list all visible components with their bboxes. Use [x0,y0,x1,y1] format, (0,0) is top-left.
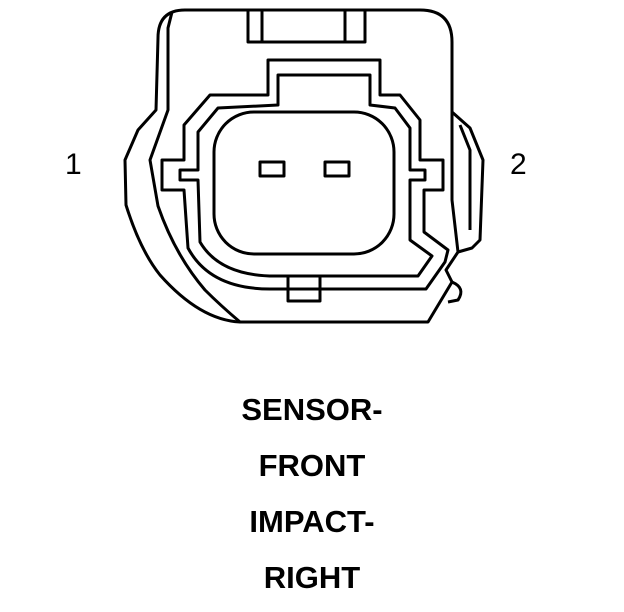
inner-shroud-outline [160,58,450,291]
pin-slot-1 [258,160,286,178]
terminal-cavity [212,110,396,256]
top-locking-tab [246,10,367,44]
caption-line-4: RIGHT [263,560,361,595]
right-ridge-line [458,124,472,230]
connector-housing-outline [123,8,485,324]
bottom-key [286,276,322,303]
caption-line-3: IMPACT- [249,504,375,539]
left-bevel-line [148,11,241,324]
lower-right-nub [447,280,463,304]
caption-line-1: SENSOR- [241,392,383,427]
caption-line-2: FRONT [258,448,366,483]
pin-2-label: 2 [510,148,527,181]
right-side-line [450,112,460,253]
pin-1-label: 1 [65,148,82,181]
inner-shroud-inset [178,73,434,278]
connector-caption: SENSOR- FRONT IMPACT- RIGHT [0,388,624,612]
pin-slot-2 [323,160,351,178]
